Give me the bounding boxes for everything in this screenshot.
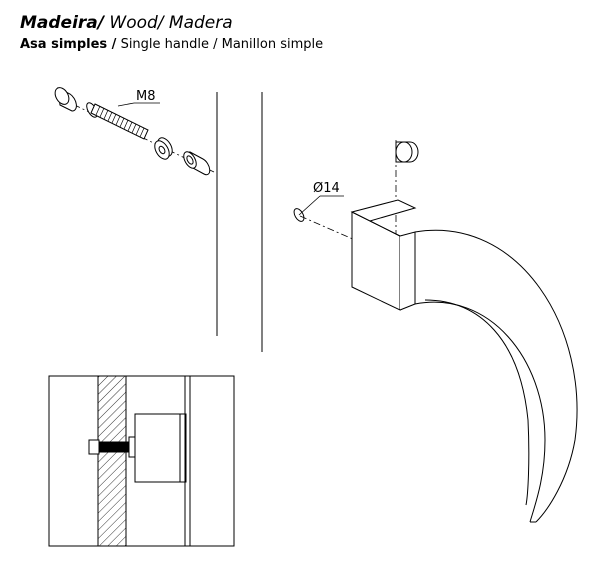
washer	[154, 137, 173, 160]
end-cap	[54, 87, 77, 112]
sleeve-nut	[183, 151, 211, 176]
page-title: Madeira/ Wood/ Madera	[20, 13, 233, 33]
subtitle-secondary: Single handle / Manillon simple	[116, 37, 324, 52]
handle	[350, 199, 578, 523]
wood-panel	[216, 92, 263, 352]
section-inset	[48, 375, 235, 547]
bolt-size-label: M8	[136, 89, 156, 104]
bolt-shaft	[90, 103, 149, 140]
bolt-leader-line	[117, 102, 135, 107]
title-primary: Madeira/	[20, 13, 104, 33]
page-subtitle: Asa simples / Single handle / Manillon s…	[20, 37, 323, 52]
diameter-label: Ø14	[313, 181, 340, 196]
bolt-assembly	[54, 87, 215, 176]
cap-screw	[395, 140, 419, 248]
title-secondary: Wood/ Madera	[103, 13, 233, 33]
subtitle-primary: Asa simples /	[20, 37, 117, 52]
diameter-callout	[293, 195, 356, 241]
